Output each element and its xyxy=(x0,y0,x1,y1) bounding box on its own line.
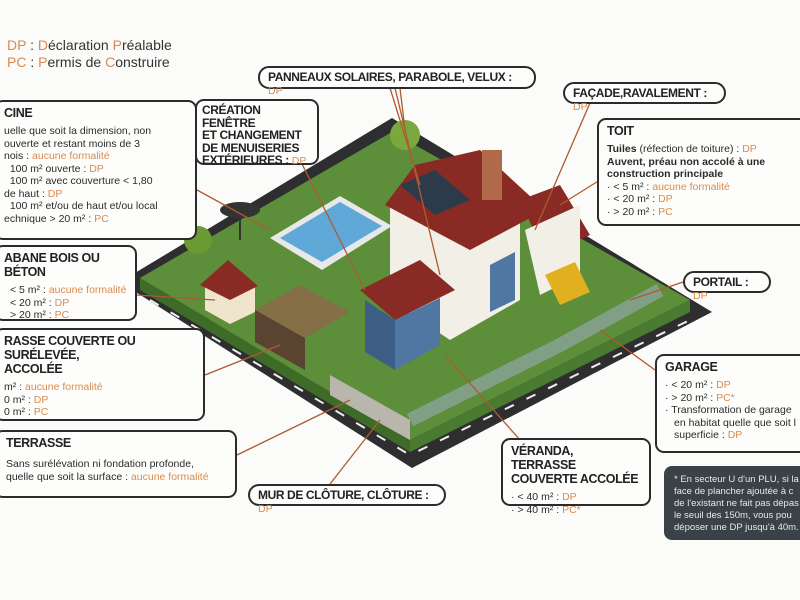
garage-title: GARAGE xyxy=(665,360,718,374)
garage-item: en habitat quelle que soit l xyxy=(674,416,797,429)
panneaux-title: PANNEAUX SOLAIRES, PARABOLE, VELUX : xyxy=(268,70,512,84)
piscine-line: 100 m² et/ou de haut et/ou local xyxy=(9,200,158,212)
toit-item: < 5 m² : aucune formalité xyxy=(607,181,800,194)
toit-tuiles: Tuiles (réfection de toiture) : DP xyxy=(607,143,757,155)
terrasse-line: quelle que soit la surface : aucune form… xyxy=(6,470,209,483)
veranda-item: > 40 m² : PC* xyxy=(511,504,641,517)
fenetre-title: DE MENUISERIES xyxy=(202,140,300,155)
cabane-title: ABANE BOIS OU BÉTON xyxy=(4,251,100,279)
piscine-line: ouverte et restant moins de 3 xyxy=(4,137,140,150)
mur-box: MUR DE CLÔTURE, CLÔTURE : DP xyxy=(248,484,446,515)
veranda-title: COUVERTE ACCOLÉE xyxy=(511,472,639,486)
pool xyxy=(270,196,392,270)
garage-item: Transformation de garage xyxy=(665,404,800,417)
note-line: déposer une DP jusqu'à 40m. xyxy=(674,522,799,533)
terrasse-couverte-item: m² : aucune formalité xyxy=(4,381,103,393)
note-line: face de plancher ajoutée à c xyxy=(674,486,794,497)
wall-fence xyxy=(330,283,664,440)
fenetre-title: CRÉATION FENÊTRE xyxy=(202,103,261,130)
shed xyxy=(200,260,258,324)
cabane-item: > 20 m² : PC xyxy=(10,309,70,321)
panneaux-tag: DP xyxy=(268,84,283,97)
fenetre-box: CRÉATION FENÊTRE ET CHANGEMENT DE MENUIS… xyxy=(195,99,319,167)
piscine-line: 100 m² ouverte : DP xyxy=(9,162,104,175)
garage-item: > 20 m² : PC* xyxy=(665,392,800,405)
piscine-line: echnique > 20 m² : PC xyxy=(4,212,109,225)
piscine-title: CINE xyxy=(4,106,33,120)
note-line: de l'existant ne fait pas dépas xyxy=(674,498,799,509)
portail-title: PORTAIL : xyxy=(693,275,749,289)
terrasse-couverte-title: RASSE COUVERTE OU SURÉLEVÉE, xyxy=(4,334,136,362)
piscine-line: 100 m² avec couverture < 1,80 xyxy=(9,175,153,187)
portail-box: PORTAIL : DP xyxy=(683,271,771,302)
mur-title: MUR DE CLÔTURE, CLÔTURE : xyxy=(258,488,429,502)
facade-tag: DP xyxy=(573,100,588,113)
terrasse-couverte-box: RASSE COUVERTE OU SURÉLEVÉE, ACCOLÉE m² … xyxy=(0,328,205,421)
toit-box: TOIT Tuiles (réfection de toiture) : DP … xyxy=(597,118,800,226)
veranda-item: < 40 m² : DP xyxy=(511,491,641,504)
terrasse-couverte-item: 0 m² : PC xyxy=(4,406,49,418)
terrasse-line: Sans surélévation ni fondation profonde, xyxy=(6,458,194,470)
garage-item: < 20 m² : DP xyxy=(665,379,800,392)
legend-dp: DP : Déclaration Préalable xyxy=(7,37,172,53)
leader-lines xyxy=(136,87,684,485)
garage-box: GARAGE < 20 m² : DP > 20 m² : PC* Transf… xyxy=(655,354,800,453)
parasol xyxy=(220,202,260,240)
terrasse-title: TERRASSE xyxy=(6,436,71,450)
mur-tag: DP xyxy=(258,502,273,515)
garage-item: superficie : DP xyxy=(674,429,743,441)
toit-auvent: Auvent, préau non accolé à une xyxy=(607,155,766,168)
portail-tag: DP xyxy=(693,289,708,302)
plu-note: * En secteur U d'un PLU, si la s face de… xyxy=(664,466,800,540)
toit-item: > 20 m² : PC xyxy=(607,206,800,219)
toit-auvent: construction principale xyxy=(607,168,724,180)
note-line: le seuil des 150m, vous pou xyxy=(674,510,792,521)
piscine-line: nois : aucune formalité xyxy=(4,150,110,162)
piscine-box: CINE uelle que soit la dimension, non ou… xyxy=(0,100,197,240)
legend-pc: PC : Permis de Construire xyxy=(7,54,170,70)
piscine-line: uelle que soit la dimension, non xyxy=(4,125,152,137)
terrasse-box: TERRASSE Sans surélévation ni fondation … xyxy=(0,430,237,498)
facade-title: FAÇADE,RAVALEMENT : xyxy=(573,86,707,100)
terrasse-couverte-item: 0 m² : DP xyxy=(4,393,49,406)
panneaux-box: PANNEAUX SOLAIRES, PARABOLE, VELUX : DP xyxy=(258,66,536,97)
pergola xyxy=(255,285,350,370)
piscine-line: de haut : DP xyxy=(4,187,63,200)
fenetre-title: EXTÉRIEURES : DP xyxy=(202,153,307,167)
toit-title: TOIT xyxy=(607,124,634,138)
note-line: * En secteur U d'un PLU, si la s xyxy=(674,474,800,485)
car xyxy=(545,262,590,305)
veranda-box: VÉRANDA, TERRASSE COUVERTE ACCOLÉE < 40 … xyxy=(501,438,651,516)
fenetre-title: ET CHANGEMENT xyxy=(202,128,302,142)
cabane-item: < 20 m² : DP xyxy=(10,296,70,309)
veranda-title: VÉRANDA, TERRASSE xyxy=(511,444,576,472)
cabane-item: < 5 m² : aucune formalité xyxy=(10,284,127,296)
toit-item: < 20 m² : DP xyxy=(607,193,800,206)
cabane-box: ABANE BOIS OU BÉTON < 5 m² : aucune form… xyxy=(0,245,137,321)
facade-box: FAÇADE,RAVALEMENT : DP xyxy=(563,82,726,113)
terrasse-couverte-title: ACCOLÉE xyxy=(4,362,63,376)
legend: DP : Déclaration Préalable PC : Permis d… xyxy=(7,37,172,71)
